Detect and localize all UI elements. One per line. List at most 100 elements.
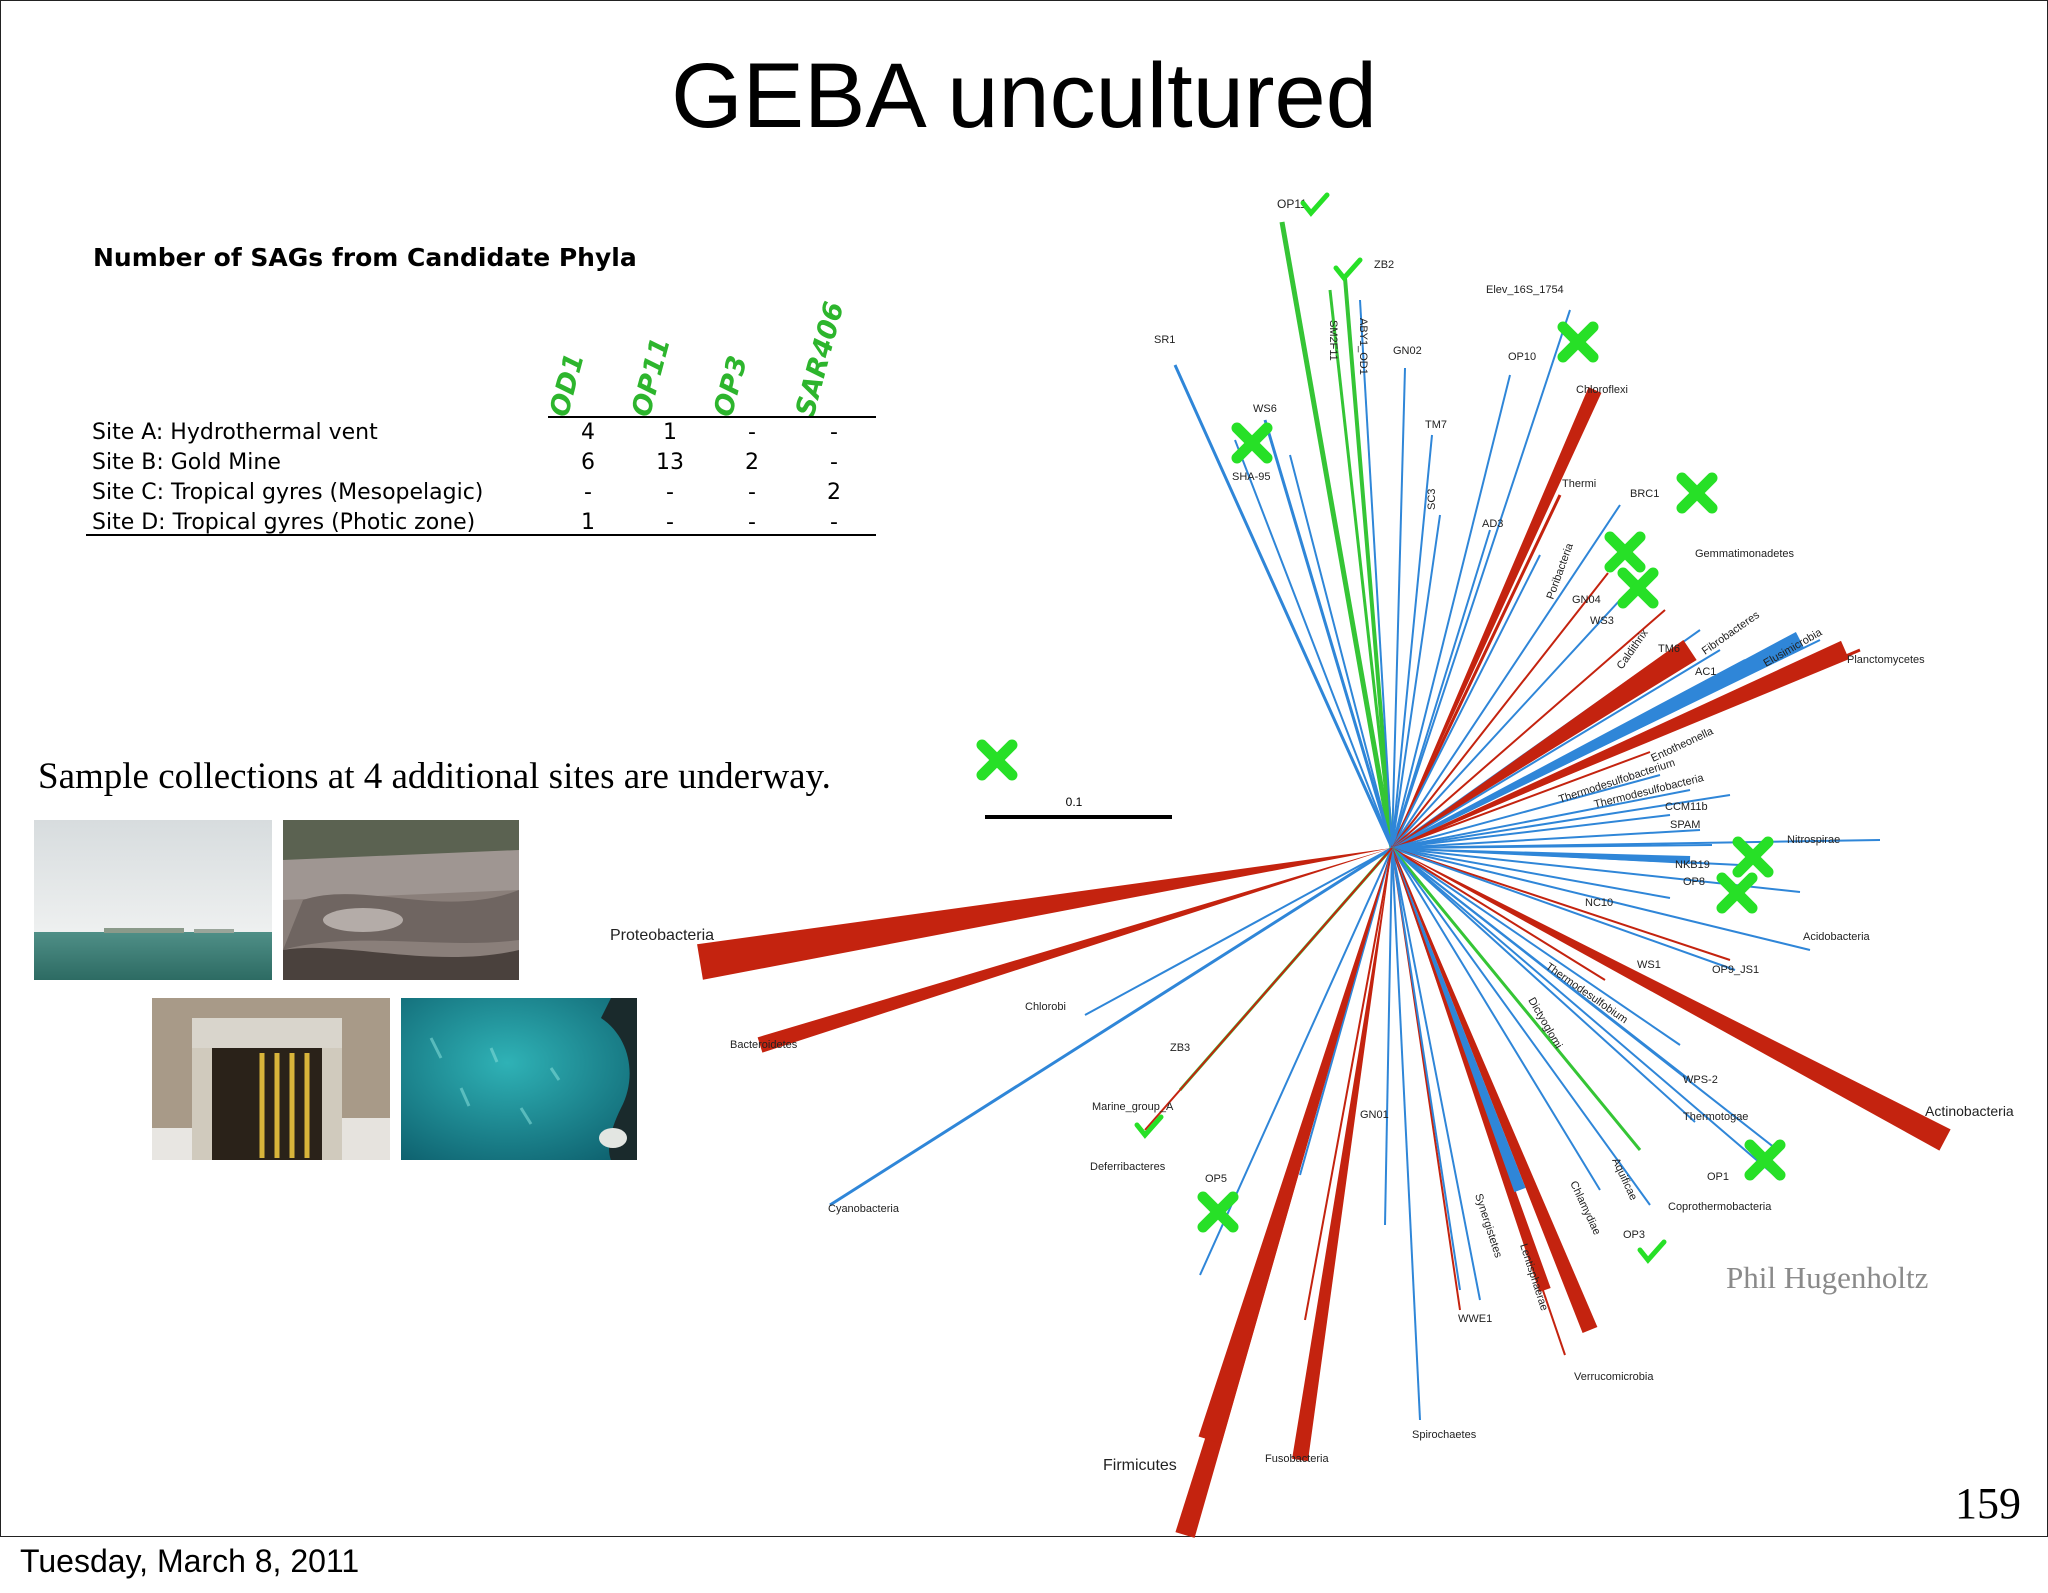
tree-label-sr1: SR1 — [1154, 334, 1175, 346]
tree-branch — [1391, 514, 1441, 849]
tree-branch — [1391, 847, 1736, 971]
header-rule — [548, 416, 876, 418]
tree-label-thermotogae: Thermotogae — [1683, 1111, 1748, 1123]
tree-branch — [1391, 309, 1571, 849]
tree-label-spam: SPAM — [1670, 819, 1700, 831]
tree-branch — [1391, 829, 1701, 849]
tree-label-elev: Elev_16S_1754 — [1486, 284, 1564, 296]
tree-branch — [1199, 847, 1393, 1276]
table-cell: 1 — [581, 510, 595, 535]
tree-branch — [1279, 221, 1395, 849]
site-label: Site A: Hydrothermal vent — [92, 420, 378, 445]
tree-branch — [1391, 847, 1781, 1181]
tree-label-sha95: SHA-95 — [1232, 471, 1271, 483]
tree-branch — [1263, 419, 1394, 849]
check-mark-icon — [1134, 1114, 1164, 1139]
table-cell: 2 — [745, 450, 759, 475]
tree-branch — [1391, 847, 1671, 899]
tree-label-zb3: ZB3 — [1170, 1042, 1190, 1054]
cross-mark-icon — [1604, 531, 1646, 573]
tree-branch — [1391, 847, 1606, 981]
check-mark-icon — [1637, 1239, 1667, 1264]
cross-mark-icon — [1732, 836, 1774, 878]
tree-label-coprothermobacteria: Coprothermobacteria — [1668, 1201, 1772, 1213]
slide-title: GEBA uncultured — [671, 45, 1377, 147]
scale-bar-label: 0.1 — [1066, 795, 1083, 809]
tree-branch — [1391, 847, 1731, 961]
cross-mark-icon — [1676, 472, 1718, 514]
tree-branch — [1359, 299, 1393, 849]
tree-label-wwe1: WWE1 — [1458, 1313, 1492, 1325]
tree-branch — [1343, 277, 1394, 849]
tree-branch — [1391, 847, 1781, 1153]
tree-clade-wedge — [1392, 640, 1850, 848]
tree-branch — [1390, 494, 1562, 849]
tree-branch — [1384, 847, 1393, 1226]
tree-branch — [1391, 847, 1681, 1046]
tree-label-op3: OP3 — [1623, 1229, 1645, 1241]
tree-branch — [1304, 847, 1393, 1321]
tree-label-gn02: GN02 — [1393, 345, 1422, 357]
tree-label-actinobacteria: Actinobacteria — [1925, 1103, 2014, 1119]
page-number: 159 — [1955, 1479, 2021, 1528]
bottom-rule — [86, 534, 876, 536]
tree-label-op10: OP10 — [1508, 351, 1536, 363]
gold-mine-entrance-photo — [152, 998, 390, 1160]
table-row-site-a: Site A: Hydrothermal vent — [92, 420, 378, 450]
tree-clade-wedge — [1392, 387, 1602, 848]
table-row-site-d: Site D: Tropical gyres (Photic zone) — [92, 510, 475, 540]
tree-clade-wedge — [1292, 848, 1392, 1462]
table-cell: 1 — [663, 420, 677, 445]
tree-label-cyanobacteria: Cyanobacteria — [828, 1203, 900, 1215]
tree-label-chlamydiae: Chlamydiae — [1567, 1179, 1602, 1237]
tree-label-deferribacteres: Deferribacteres — [1090, 1161, 1166, 1173]
sag-table: OD1 OP11 OP3 SAR406 Site A: Hydrothermal… — [86, 290, 876, 550]
tree-label-op8: OP8 — [1683, 876, 1705, 888]
tree-label-ac1: AC1 — [1695, 666, 1716, 678]
table-cell: - — [748, 480, 756, 505]
tree-label-chlorobi: Chlorobi — [1025, 1001, 1066, 1013]
footer-date: Tuesday, March 8, 2011 — [20, 1543, 360, 1579]
table-cell: - — [666, 480, 674, 505]
tree-label-nitrospirae: Nitrospirae — [1787, 834, 1840, 846]
tree-clade-wedge — [757, 848, 1392, 1053]
table-cell: - — [830, 510, 838, 535]
tree-label-chloroflexi: Chloroflexi — [1576, 384, 1628, 396]
tree-branch — [1391, 599, 1621, 849]
tree-label-verrucomicrobia: Verrucomicrobia — [1574, 1371, 1654, 1383]
tree-branch — [1391, 847, 1481, 1301]
table-caption: Number of SAGs from Candidate Phyla — [93, 243, 637, 272]
check-mark-icon — [1300, 192, 1330, 217]
tree-branch — [829, 846, 1393, 1207]
tree-label-op5: OP5 — [1205, 1173, 1227, 1185]
tree-branch — [1391, 794, 1731, 849]
cross-mark-icon — [1716, 872, 1758, 914]
tree-label-ad3: AD3 — [1482, 518, 1503, 530]
tree-label-zb2: ZB2 — [1374, 259, 1394, 271]
tree-label-op11: OP11 — [1277, 197, 1307, 211]
tree-clade-wedge — [1198, 848, 1392, 1444]
tree-branch — [1391, 847, 1421, 1421]
cross-mark-icon — [1744, 1139, 1786, 1181]
cross-mark-icon — [1231, 422, 1273, 464]
tree-label-ccm11b: CCM11b — [1665, 801, 1708, 813]
tree-branch — [1391, 609, 1666, 849]
tree-branch — [1144, 847, 1393, 1131]
tree-label-ws6: WS6 — [1253, 403, 1277, 415]
tree-branch — [1391, 529, 1491, 849]
site-label: Site C: Tropical gyres (Mesopelagic) — [92, 480, 484, 505]
tree-branch — [1391, 434, 1433, 849]
tree-branch — [1173, 364, 1394, 849]
tree-label-brc1: BRC1 — [1630, 488, 1659, 500]
tree-clade-wedge — [1392, 848, 1691, 864]
tree-label-poribacteria: Poribacteria — [1545, 541, 1577, 601]
tree-label-nkb19: NKB19 — [1675, 859, 1710, 871]
tree-branch — [1391, 847, 1651, 1206]
table-cell: - — [830, 450, 838, 475]
tree-clade-wedge — [697, 848, 1392, 980]
tree-label-fusobacteria: Fusobacteria — [1265, 1453, 1329, 1465]
tree-clade-wedge — [1392, 631, 1805, 848]
tree-branch — [1390, 847, 1642, 1151]
tree-label-ws3: WS3 — [1590, 615, 1614, 627]
